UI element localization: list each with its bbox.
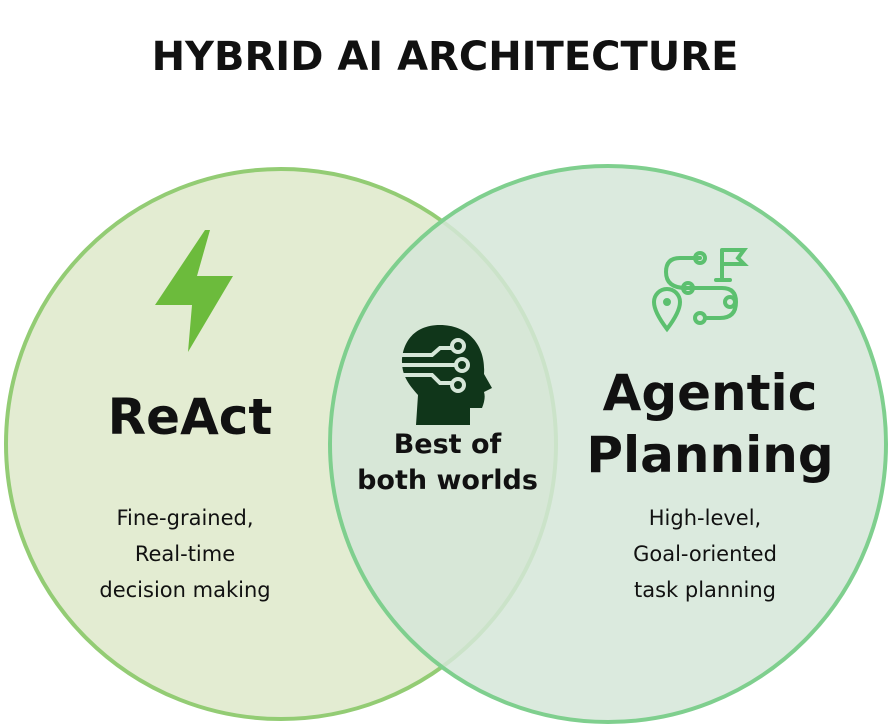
agentic-description: High-level, Goal-oriented task planning (580, 500, 830, 608)
react-title: ReAct (107, 388, 273, 446)
react-description: Fine-grained, Real-time decision making (60, 500, 310, 608)
overlap-line: Best of (393, 429, 502, 460)
agentic-title-line: Agentic (602, 364, 818, 422)
agentic-desc-line: High-level, (648, 506, 762, 530)
diagram-title: HYBRID AI ARCHITECTURE (151, 34, 739, 80)
agentic-desc-line: task planning (633, 578, 776, 602)
lightning-icon (155, 230, 233, 352)
agentic-title-line: Planning (586, 426, 834, 484)
react-desc-line: Real-time (134, 542, 236, 566)
agentic-title: Agentic Planning (570, 362, 850, 486)
react-desc-line: decision making (99, 578, 271, 602)
route-flag-icon (651, 248, 749, 333)
ai-head-icon (402, 325, 492, 425)
overlap-label: Best of both worlds (330, 427, 565, 499)
overlap-line: both worlds (357, 465, 538, 496)
agentic-circle (328, 164, 888, 724)
react-desc-line: Fine-grained, (116, 506, 254, 530)
agentic-desc-line: Goal-oriented (633, 542, 777, 566)
